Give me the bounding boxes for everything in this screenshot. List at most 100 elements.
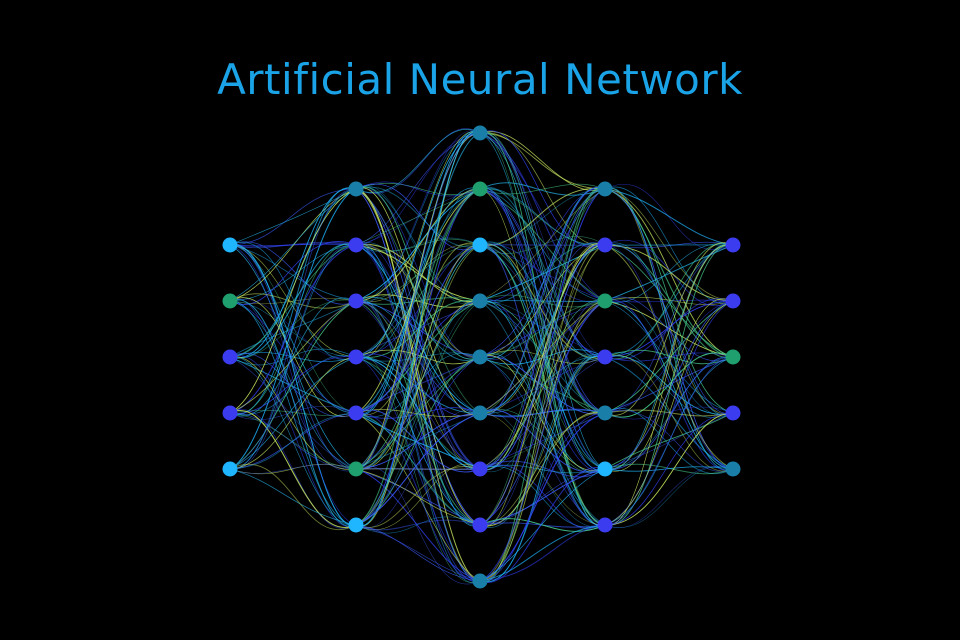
neuron-node-hidden-3-1: [597, 181, 613, 197]
connection-edge: [355, 244, 481, 526]
connection-edge: [604, 463, 734, 475]
connection-edge: [355, 244, 481, 526]
connection-edge: [604, 300, 734, 526]
connection-edge: [604, 412, 734, 470]
connection-edge: [229, 293, 357, 309]
connection-edge: [355, 188, 481, 470]
neuron-node-hidden-3-7: [597, 517, 613, 533]
connection-edge: [604, 300, 734, 414]
connection-edge: [479, 241, 606, 361]
connection-edge: [479, 300, 606, 358]
connection-edge: [229, 354, 357, 416]
connection-edge: [229, 356, 357, 470]
connection-edge: [479, 412, 606, 470]
neuron-node-hidden-2-8: [472, 517, 488, 533]
neuron-node-hidden-3-4: [597, 349, 613, 365]
connection-edge: [229, 354, 357, 528]
neuron-node-hidden-3-6: [597, 461, 613, 477]
connection-edge: [479, 300, 606, 526]
connection-edge: [479, 524, 606, 582]
neuron-node-hidden-2-2: [472, 181, 488, 197]
connection-edge: [479, 353, 606, 473]
connection-edge: [479, 355, 606, 583]
connection-edge: [604, 349, 734, 365]
neuron-node-hidden-2-4: [472, 293, 488, 309]
connection-edge: [355, 183, 481, 251]
connection-edge: [479, 188, 606, 358]
connection-edge: [355, 524, 481, 582]
network-edges: [229, 128, 734, 585]
connection-edge: [229, 356, 357, 414]
connection-edge: [229, 244, 357, 470]
connection-edge: [229, 298, 357, 360]
connection-edge: [355, 412, 481, 470]
connection-edge: [355, 468, 481, 526]
connection-edge: [355, 300, 481, 526]
connection-edge: [479, 244, 606, 414]
connection-edge: [355, 300, 481, 526]
network-nodes: [222, 125, 741, 589]
connection-edge: [229, 188, 357, 470]
connection-edge: [355, 188, 481, 526]
connection-edge: [604, 412, 734, 526]
connection-edge: [604, 188, 734, 246]
connection-edge: [479, 242, 606, 528]
connection-edge: [479, 466, 606, 584]
connection-edge: [604, 409, 734, 417]
connection-edge: [355, 132, 481, 414]
connection-edge: [355, 244, 481, 526]
connection-edge: [229, 188, 357, 302]
neuron-node-input-5: [222, 461, 238, 477]
connection-edge: [229, 300, 357, 470]
connection-edge: [479, 299, 606, 527]
connection-edge: [229, 243, 357, 415]
connection-edge: [355, 356, 481, 526]
connection-edge: [355, 244, 481, 470]
connection-edge: [604, 244, 734, 414]
connection-edge: [229, 300, 357, 526]
connection-edge: [479, 300, 606, 414]
connection-edge: [479, 354, 606, 528]
connection-edge: [229, 300, 357, 358]
connection-edge: [229, 468, 357, 526]
connection-edge: [229, 464, 357, 474]
connection-edge: [355, 300, 481, 414]
connection-edge: [229, 298, 357, 472]
connection-edge: [604, 300, 734, 470]
neuron-node-output-5: [725, 461, 741, 477]
connection-edge: [229, 244, 357, 302]
connection-edge: [229, 356, 357, 470]
connection-edge: [355, 237, 481, 253]
connection-edge: [604, 183, 734, 251]
connection-edge: [479, 188, 606, 302]
connection-edge: [229, 412, 357, 470]
connection-edge: [229, 300, 357, 470]
neuron-node-output-1: [725, 237, 741, 253]
connection-edge: [604, 244, 734, 526]
connection-edge: [355, 185, 481, 305]
connection-edge: [479, 300, 606, 414]
connection-edge: [604, 410, 734, 472]
connection-edge: [479, 188, 606, 470]
neuron-node-input-4: [222, 405, 238, 421]
connection-edge: [355, 187, 481, 415]
connection-edge: [604, 406, 734, 420]
connection-edge: [479, 183, 606, 195]
neuron-node-hidden-1-3: [348, 293, 364, 309]
connection-edge: [604, 298, 734, 472]
connection-edge: [355, 466, 481, 528]
connection-edge: [229, 412, 357, 470]
connection-edge: [355, 186, 481, 360]
connection-edge: [229, 244, 357, 414]
neuron-node-hidden-2-1: [472, 125, 488, 141]
connection-edge: [479, 132, 606, 302]
connection-edge: [355, 244, 481, 358]
neuron-node-hidden-1-4: [348, 349, 364, 365]
diagram-title: Artificial Neural Network: [217, 55, 743, 104]
connection-edge: [479, 188, 606, 526]
connection-edge: [604, 297, 734, 305]
connection-edge: [479, 468, 606, 526]
neuron-node-hidden-2-7: [472, 461, 488, 477]
connection-edge: [355, 132, 481, 470]
